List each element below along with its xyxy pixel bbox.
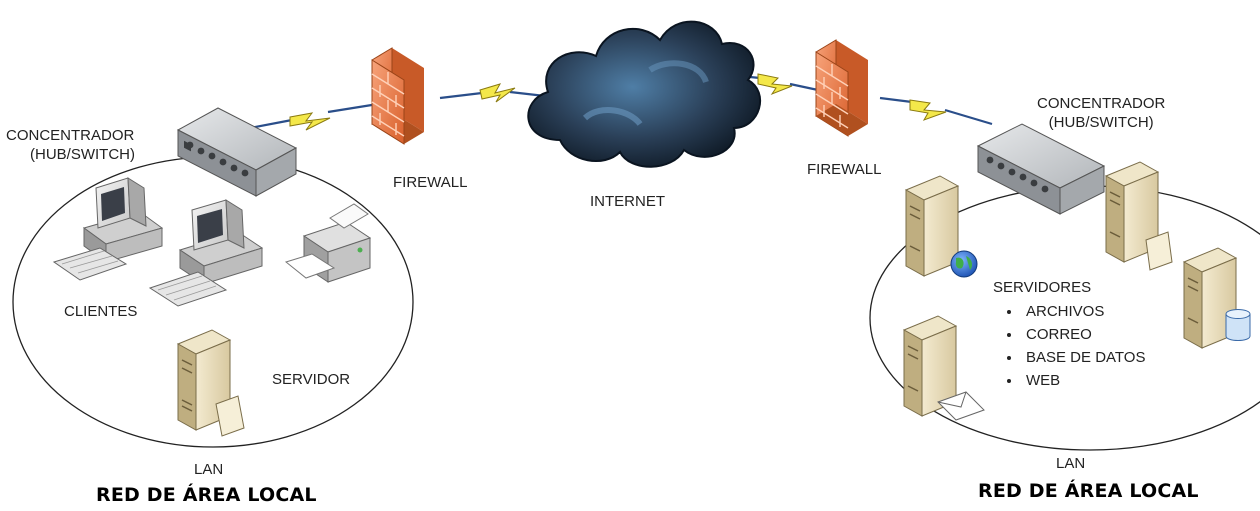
- hub-switch-icon: [976, 123, 1106, 215]
- clients-label: CLIENTES: [64, 303, 138, 320]
- desktop-computer-icon: [82, 177, 164, 263]
- right-concentrator-line2: (HUB/SWITCH): [1048, 114, 1154, 131]
- hub-switch-icon: [176, 107, 298, 197]
- server-tower-icon: [1104, 161, 1173, 271]
- left-server-label: SERVIDOR: [272, 371, 351, 388]
- right-lan-label: LAN: [1056, 455, 1086, 472]
- list-item: CORREO: [1022, 323, 1145, 346]
- server-tower-icon: [902, 315, 958, 417]
- list-item: WEB: [1022, 369, 1145, 392]
- left-concentrator-label: CONCENTRADOR (HUB/SWITCH): [6, 126, 135, 164]
- internet-label: INTERNET: [590, 193, 665, 210]
- server-tower-icon: [904, 175, 960, 277]
- left-concentrator-line1: CONCENTRADOR: [6, 127, 135, 144]
- mail-icon: [937, 391, 985, 421]
- cloud-icon: [527, 20, 762, 168]
- left-concentrator-line2: (HUB/SWITCH): [30, 146, 135, 163]
- list-item: ARCHIVOS: [1022, 300, 1145, 323]
- right-concentrator-label: CONCENTRADOR (HUB/SWITCH): [1037, 94, 1165, 132]
- database-icon: [1225, 309, 1251, 341]
- right-firewall-label: FIREWALL: [807, 161, 882, 178]
- servers-title: SERVIDORES: [993, 279, 1092, 296]
- server-tower-icon: [176, 329, 245, 437]
- left-firewall-label: FIREWALL: [393, 174, 468, 191]
- left-lan-label: LAN: [194, 461, 224, 478]
- lightning-link-icon: [289, 73, 947, 131]
- globe-icon: [950, 250, 978, 278]
- keyboard-icon: [148, 271, 228, 307]
- keyboard-icon: [52, 247, 128, 281]
- printer-icon: [284, 203, 372, 283]
- servers-list: ARCHIVOS CORREO BASE DE DATOS WEB: [998, 300, 1145, 392]
- desktop-computer-icon: [178, 199, 264, 285]
- left-network-title: RED DE ÁREA LOCAL: [96, 484, 317, 506]
- right-concentrator-line1: CONCENTRADOR: [1037, 95, 1166, 112]
- list-item: BASE DE DATOS: [1022, 346, 1145, 369]
- firewall-icon: [815, 39, 868, 137]
- right-network-title: RED DE ÁREA LOCAL: [978, 480, 1199, 502]
- firewall-icon: [371, 47, 424, 145]
